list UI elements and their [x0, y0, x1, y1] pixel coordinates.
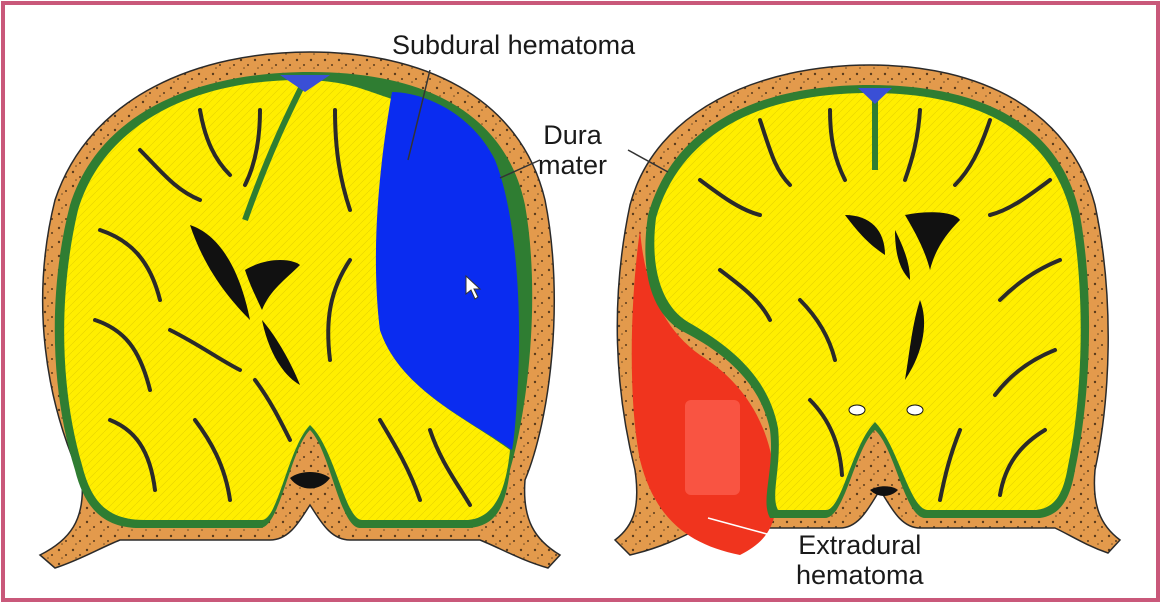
left-head-section	[40, 52, 560, 568]
dura-label-line2: mater	[538, 150, 607, 180]
extradural-label-line1: Extradural	[796, 530, 924, 560]
right-aqueduct-left	[849, 405, 865, 415]
dura-mater-label: Dura mater	[538, 120, 607, 180]
extradural-label-line2: hematoma	[796, 560, 924, 590]
right-aqueduct-right	[907, 405, 923, 415]
dura-label-line1: Dura	[538, 120, 607, 150]
extradural-clot-core	[685, 400, 740, 495]
extradural-hematoma-label: Extradural hematoma	[796, 530, 924, 590]
subdural-hematoma-label: Subdural hematoma	[392, 30, 635, 60]
right-head-section	[615, 65, 1120, 555]
